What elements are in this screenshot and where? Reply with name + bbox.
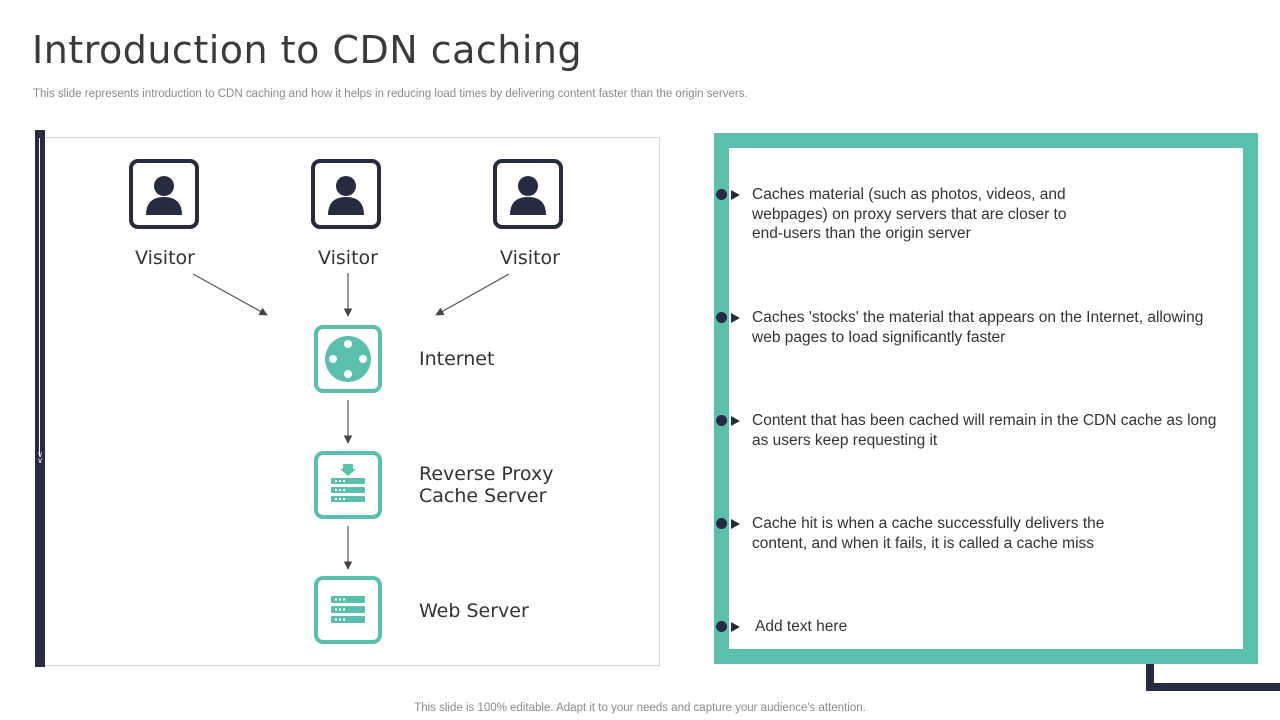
bullet-text-line: Cache hit is when a cache successfully d… [752,515,1105,532]
reverse-proxy-node [314,451,382,519]
reverse-proxy-label: Reverse Proxy Cache Server [419,463,553,507]
bullet-dot-icon [716,312,727,323]
panel-accent-bar [35,130,45,667]
diagram-panel [45,137,660,666]
bullets-frame [714,133,1258,664]
bullet-dot-icon [716,189,727,200]
visitor-3-box [493,159,563,229]
bullet-text: Cache hit is when a cache successfully d… [752,514,1104,553]
bullet-text-line: Content that has been cached will remain… [752,412,1217,429]
bullet-text-line: Caches 'stocks' the material that appear… [752,309,1204,326]
visitor-3-label: Visitor [500,247,560,269]
bullet-text: Content that has been cached will remain… [752,411,1216,450]
panel-accent-line [39,138,40,456]
bullet-text-line: web pages to load significantly faster [752,328,1006,346]
bullet-text-line: as users keep requesting it [752,431,938,449]
bullet-text-line[interactable]: Add text here [755,618,848,635]
arrow-visitor1-internet [192,273,268,316]
bullet-arrow-icon [731,622,740,632]
user-icon [146,176,182,215]
bullet-dot-icon [716,518,727,529]
bullet-text-line: content, and when it fails, it is called… [752,534,1095,552]
internet-label: Internet [419,348,495,370]
bullet-arrow-icon [731,190,740,200]
globe-icon [325,336,371,382]
server-download-icon [331,464,365,502]
page-subtitle: This slide represents introduction to CD… [33,88,748,100]
page-title: Introduction to CDN caching [32,28,583,72]
internet-node [314,325,382,393]
web-server-label: Web Server [419,600,529,622]
bullet-arrow-icon [731,519,740,529]
bullet-text-line: webpages) on proxy servers that are clos… [752,205,1067,223]
server-icon [331,596,365,623]
bullet-text-line: Caches material (such as photos, videos,… [752,186,1066,203]
arrow-visitor3-internet [435,273,510,316]
web-server-node [314,576,382,644]
bullet-text: Caches material (such as photos, videos,… [752,185,1066,244]
user-icon [328,176,364,215]
bullet-text-line: end-users than the origin server [752,225,971,242]
bullet-text: Caches 'stocks' the material that appear… [752,308,1203,347]
reverse-proxy-label-line2: Cache Server [419,485,547,507]
visitor-1-box [129,159,199,229]
bullet-arrow-icon [731,416,740,426]
bullet-text[interactable]: Add text here [755,617,847,637]
bullet-arrow-icon [731,313,740,323]
visitor-2-box [311,159,381,229]
visitor-2-label: Visitor [318,247,378,269]
chevron-down-icon: ∨∨ [37,450,43,465]
user-icon [510,176,546,215]
reverse-proxy-label-line1: Reverse Proxy [419,463,554,485]
bullet-dot-icon [716,621,727,632]
visitor-1-label: Visitor [135,247,195,269]
footer-note: This slide is 100% editable. Adapt it to… [414,702,866,714]
bullet-dot-icon [716,415,727,426]
